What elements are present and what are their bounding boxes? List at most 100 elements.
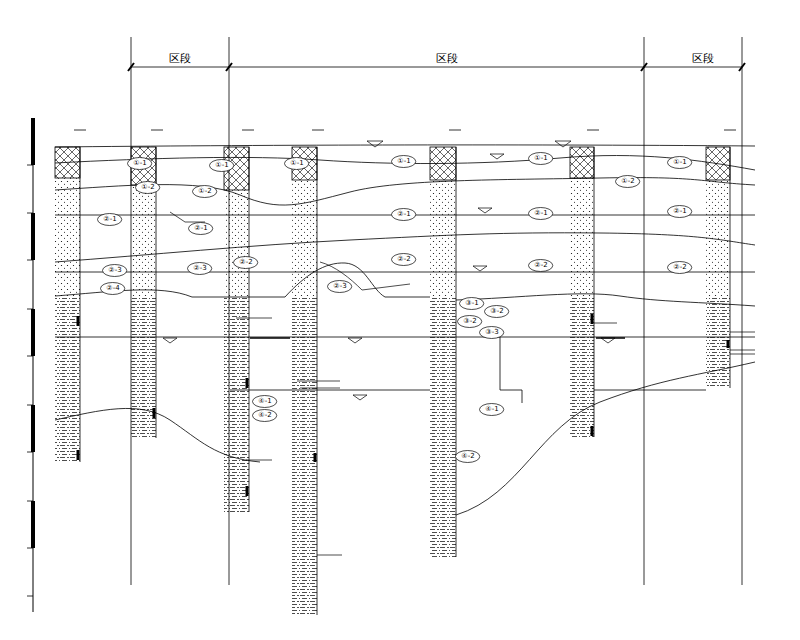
borehole-columns bbox=[55, 147, 730, 615]
clay-layer bbox=[131, 297, 156, 438]
section-frame bbox=[128, 37, 745, 585]
fill-layer bbox=[570, 147, 594, 178]
ground-line bbox=[55, 145, 755, 147]
leader-line bbox=[170, 212, 755, 555]
stratum-code: ②-1 bbox=[103, 215, 116, 224]
scale-tick bbox=[27, 165, 33, 596]
stratum-code: ①-1 bbox=[290, 159, 303, 168]
stratum-code: ②-2 bbox=[673, 263, 686, 272]
stratum-tag: ③-1 bbox=[459, 297, 484, 310]
sand-layer bbox=[55, 178, 80, 297]
borehole-line bbox=[249, 147, 250, 512]
ground-hatch bbox=[250, 337, 625, 339]
sand-layer bbox=[430, 180, 456, 297]
stratum-code: ②-2 bbox=[397, 255, 410, 264]
tag-outline bbox=[460, 297, 484, 309]
section-label: 区段 bbox=[167, 52, 193, 65]
fill-layer bbox=[131, 147, 156, 185]
stratum-tag: ②-2 bbox=[528, 259, 553, 272]
stratum-tag: ①-1 bbox=[528, 152, 553, 165]
clay-layer bbox=[224, 297, 249, 512]
stratum-code: ②-4 bbox=[106, 284, 119, 293]
stratum-tag: ②-1 bbox=[667, 205, 692, 218]
stratum-tag: ②-3 bbox=[187, 262, 212, 275]
tag-outline bbox=[193, 185, 217, 197]
clay-layer bbox=[55, 297, 80, 462]
stratum-code: ②-1 bbox=[194, 224, 207, 233]
stratum-tag: ③-3 bbox=[479, 326, 504, 339]
tag-outline bbox=[668, 156, 692, 168]
stratum-tag: ②-1 bbox=[391, 208, 416, 221]
stratum-code: ③-1 bbox=[465, 299, 478, 308]
tag-outline bbox=[529, 152, 553, 164]
stratum-line bbox=[456, 294, 755, 306]
scale-segment bbox=[31, 118, 35, 165]
stratum-line bbox=[55, 156, 755, 170]
tag-outline bbox=[529, 207, 553, 219]
stratum-tag: ①-1 bbox=[284, 157, 309, 170]
stratum-line bbox=[456, 362, 755, 515]
stratum-line bbox=[55, 272, 755, 273]
stratum-tag: ①-2 bbox=[615, 175, 640, 188]
stratum-tag: ④-2 bbox=[252, 409, 277, 422]
stratum-code: ②-3 bbox=[108, 266, 121, 275]
stratum-tag: ④-1 bbox=[479, 403, 504, 416]
stratum-tag: ②-4 bbox=[100, 282, 125, 295]
borehole-line bbox=[594, 147, 595, 437]
stratum-tag: ①-1 bbox=[127, 157, 152, 170]
stratum-line bbox=[500, 337, 522, 403]
section-label: 区段 bbox=[434, 52, 460, 65]
sand-layer bbox=[570, 178, 594, 297]
water-level-mark bbox=[163, 141, 615, 400]
stratum-code: ①-1 bbox=[534, 154, 547, 163]
strata-boundaries bbox=[55, 145, 755, 515]
stratum-code: ①-2 bbox=[141, 183, 154, 192]
clay-layer bbox=[570, 297, 594, 437]
stratum-tag: ②-1 bbox=[528, 207, 553, 220]
stratum-line bbox=[55, 178, 755, 205]
stratum-line bbox=[55, 337, 755, 338]
clay-layer bbox=[292, 297, 317, 615]
elevation-mark bbox=[74, 130, 736, 131]
stratum-code: ②-1 bbox=[673, 207, 686, 216]
stratum-tag: ①-2 bbox=[192, 185, 217, 198]
stratum-code: ②-3 bbox=[333, 282, 346, 291]
stratum-code: ③-2 bbox=[490, 307, 503, 316]
tag-outline bbox=[480, 326, 504, 338]
tag-outline bbox=[529, 259, 553, 271]
clay-layer bbox=[706, 297, 730, 388]
stratum-tag: ③-2 bbox=[484, 305, 509, 318]
tag-outline bbox=[253, 409, 277, 421]
stratum-code: ①-2 bbox=[621, 177, 634, 186]
tag-outline bbox=[128, 157, 152, 169]
tag-outline bbox=[616, 175, 640, 187]
stratum-tag: ④-2 bbox=[455, 450, 480, 463]
tag-outline bbox=[136, 181, 160, 193]
tag-outline bbox=[234, 256, 258, 268]
tag-outline bbox=[456, 450, 480, 462]
sand-layer bbox=[224, 190, 249, 297]
tag-outline bbox=[101, 282, 125, 294]
borehole-line bbox=[456, 147, 457, 557]
stratum-code: ②-1 bbox=[534, 209, 547, 218]
stratum-code: ②-1 bbox=[397, 210, 410, 219]
tag-outline bbox=[328, 280, 352, 292]
tag-outline bbox=[103, 264, 127, 276]
scale-segment bbox=[31, 309, 35, 356]
stratum-code: ①-1 bbox=[215, 161, 228, 170]
scale-bar bbox=[27, 118, 35, 612]
stratum-tag: ②-2 bbox=[391, 253, 416, 266]
stratum-tag: ④-1 bbox=[252, 395, 277, 408]
stratum-tag: ①-1 bbox=[391, 155, 416, 168]
tag-outline bbox=[668, 205, 692, 217]
stratum-code: ②-2 bbox=[239, 258, 252, 267]
tag-outline bbox=[458, 315, 482, 327]
stratum-code: ①-1 bbox=[133, 159, 146, 168]
scale-segment bbox=[31, 405, 35, 452]
tag-outline bbox=[285, 157, 309, 169]
stratum-tag: ③-2 bbox=[457, 315, 482, 328]
stratum-code: ④-2 bbox=[258, 411, 271, 420]
clay-layer bbox=[430, 297, 456, 557]
